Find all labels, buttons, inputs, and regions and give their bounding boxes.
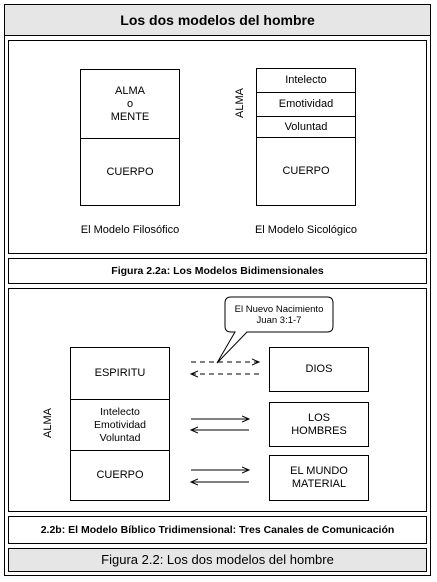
tridimensional-alma-label: ALMA <box>42 408 54 438</box>
sicologico-cuerpo-label: CUERPO <box>282 165 330 177</box>
sicologico-emotividad-label: Emotividad <box>278 98 334 110</box>
alma-parts-box: Intelecto Emotividad Voluntad <box>70 399 170 451</box>
filosofico-caption: El Modelo Filosófico <box>80 224 180 236</box>
cuerpo-label: CUERPO <box>96 469 144 481</box>
alma-voluntad-label: Voluntad <box>99 431 141 444</box>
dios-box: DIOS <box>269 347 369 392</box>
dios-label: DIOS <box>305 363 333 375</box>
figure-title: Los dos modelos del hombre <box>120 12 315 28</box>
hombres-line-2: HOMBRES <box>291 424 347 437</box>
alma-emotividad-label: Emotividad <box>94 418 146 431</box>
caption-figure-2-2b: 2.2b: El Modelo Bíblico Tridimensional: … <box>8 516 427 544</box>
mundo-material-box: EL MUNDO MATERIAL <box>269 455 369 501</box>
sicologico-alma-label: ALMA <box>234 88 246 118</box>
filosofico-alma-line-2: o <box>126 97 134 110</box>
figure-title-bar: Los dos modelos del hombre <box>4 4 431 36</box>
espiritu-box: ESPIRITU <box>70 347 170 400</box>
panel-bidimensional: ALMA o MENTE CUERPO El Modelo Filosófico… <box>8 40 427 254</box>
sicologico-emotividad-box: Emotividad <box>256 92 356 117</box>
hombres-line-1: LOS <box>307 411 330 424</box>
sicologico-voluntad-label: Voluntad <box>284 120 328 133</box>
sicologico-voluntad-box: Voluntad <box>256 116 356 138</box>
sicologico-intelecto-box: Intelecto <box>256 68 356 93</box>
caption-figure-2-2a: Figura 2.2a: Los Modelos Bidimensionales <box>8 258 427 284</box>
callout-line-2: Juan 3:1-7 <box>256 315 302 326</box>
mundo-line-1: EL MUNDO <box>290 465 348 477</box>
sicologico-intelecto-label: Intelecto <box>285 74 327 86</box>
panel-tridimensional: El Nuevo Nacimiento Juan 3:1-7 ALMA ESPI… <box>8 288 427 512</box>
sicologico-caption: El Modelo Sicológico <box>254 224 358 236</box>
filosofico-alma-line-1: ALMA <box>115 84 145 97</box>
filosofico-cuerpo-box: CUERPO <box>80 138 180 206</box>
filosofico-cuerpo-label: CUERPO <box>106 165 154 178</box>
callout-bubble <box>216 296 334 364</box>
filosofico-alma-box: ALMA o MENTE <box>80 69 180 139</box>
filosofico-alma-line-3: MENTE <box>110 110 150 123</box>
caption-figure-2-2: Figura 2.2: Los dos modelos del hombre <box>8 548 427 572</box>
alma-intelecto-label: Intelecto <box>100 405 140 418</box>
sicologico-cuerpo-box: CUERPO <box>256 137 356 206</box>
callout-text: El Nuevo Nacimiento Juan 3:1-7 <box>225 304 333 326</box>
cuerpo-box: CUERPO <box>70 450 170 501</box>
callout-line-1: El Nuevo Nacimiento <box>234 304 324 315</box>
channel-arrows <box>9 296 334 511</box>
mundo-line-2: MATERIAL <box>291 478 347 490</box>
espiritu-label: ESPIRITU <box>94 367 146 379</box>
hombres-box: LOS HOMBRES <box>269 402 369 447</box>
